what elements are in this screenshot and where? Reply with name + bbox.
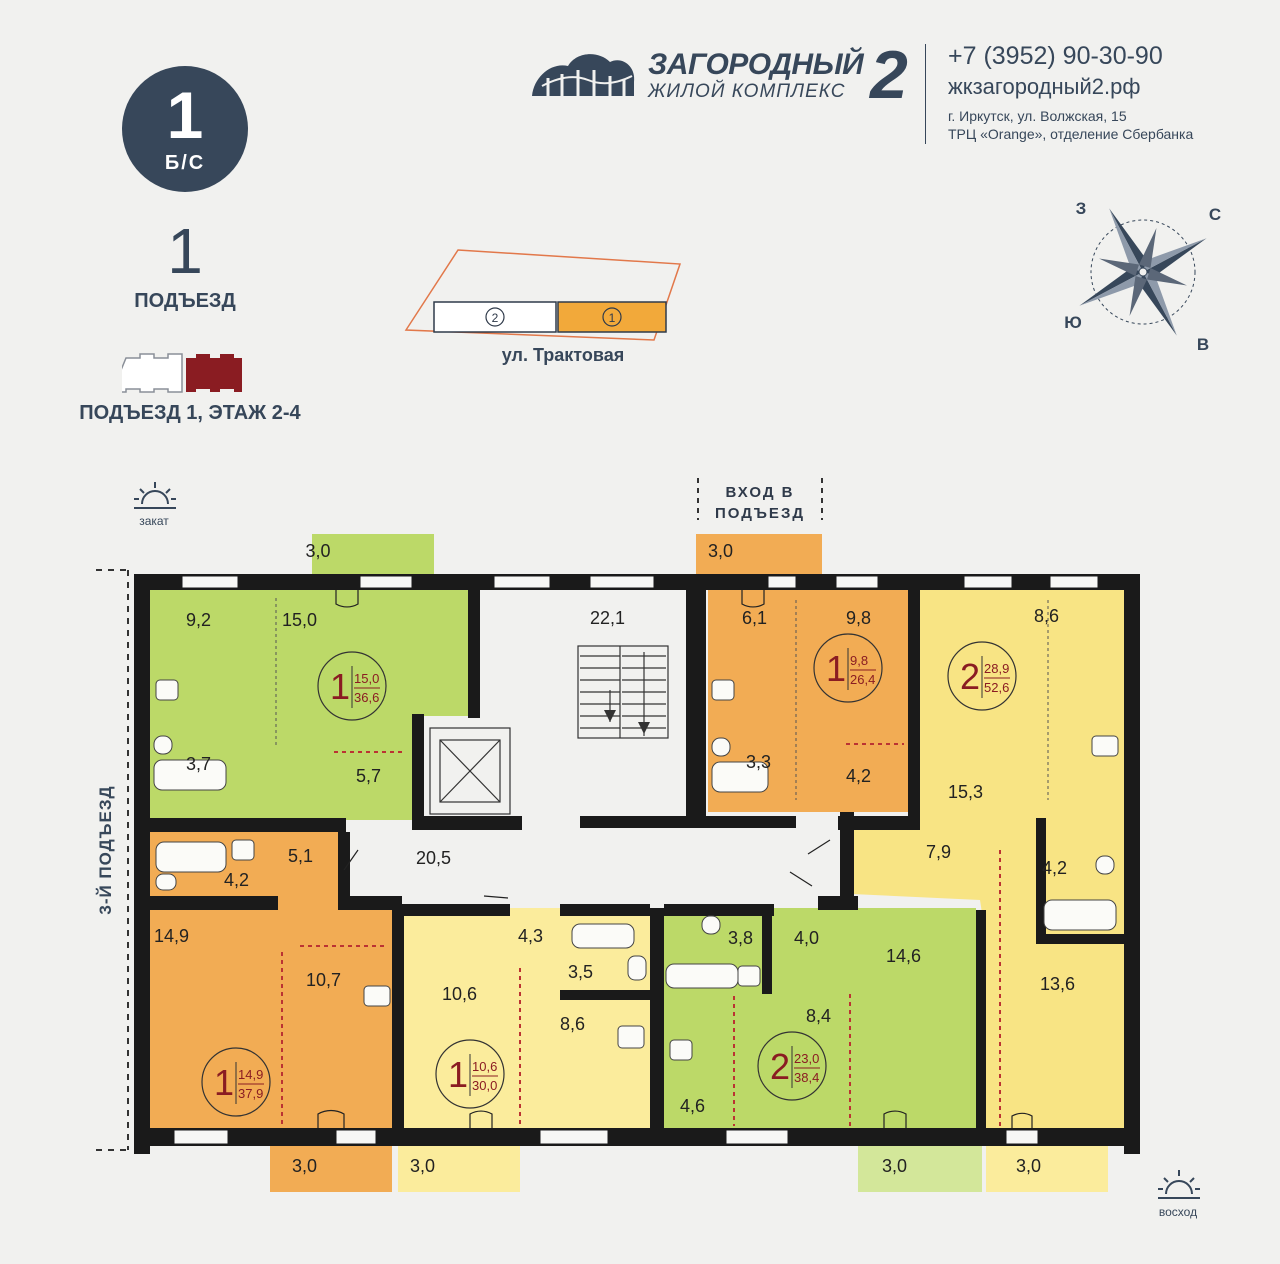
apartment-badge: 1 10,6 30,0 [435, 1039, 505, 1109]
apartment-living-area: 14,9 [238, 1067, 263, 1082]
room-area: 4,2 [846, 766, 871, 786]
room-area: 22,1 [590, 608, 625, 628]
room-area: 8,6 [560, 1014, 585, 1034]
room-area: 4,2 [224, 870, 249, 890]
section-badge: 1 Б/С [122, 66, 248, 192]
apartment-rooms: 2 [770, 1046, 790, 1087]
room-area: 10,7 [306, 970, 341, 990]
entrance-legend-icon [122, 353, 242, 393]
room-area: 10,6 [442, 984, 477, 1004]
apartment-badge: 1 14,9 37,9 [201, 1047, 271, 1117]
room-area: 8,6 [1034, 606, 1059, 626]
room-area: 4,2 [1042, 858, 1067, 878]
room-area: 15,3 [948, 782, 983, 802]
address-line-1: г. Иркутск, ул. Волжская, 15 [948, 108, 1127, 124]
address-line-2: ТРЦ «Orange», отделение Сбербанка [948, 126, 1194, 142]
room-area: 4,6 [680, 1096, 705, 1116]
apartment-total-area: 36,6 [354, 690, 379, 705]
apartment-total-area: 26,4 [850, 672, 875, 687]
website[interactable]: жкзагородный2.рф [948, 74, 1141, 99]
room-area: 9,2 [186, 610, 211, 630]
balcony-area: 3,0 [292, 1156, 317, 1176]
apartment-living-area: 10,6 [472, 1059, 497, 1074]
brand-subtitle: ЖИЛОЙ КОМПЛЕКС [648, 81, 846, 102]
room-area: 5,7 [356, 766, 381, 786]
floor-label: ПОДЪЕЗД 1, ЭТАЖ 2-4 [79, 402, 301, 424]
apartment-rooms: 1 [330, 666, 350, 707]
key-plan-section-1 [557, 301, 667, 333]
sunset-icon [134, 482, 176, 509]
room-area: 20,5 [416, 848, 451, 868]
street-label: ул. Трактовая [501, 345, 625, 365]
room-area: 4,0 [794, 928, 819, 948]
svg-text:2: 2 [492, 311, 499, 325]
room-area: 8,4 [806, 1006, 831, 1026]
room-area: 9,8 [846, 608, 871, 628]
apartment-rooms: 1 [214, 1062, 234, 1103]
header-divider [925, 44, 926, 144]
apartment-total-area: 38,4 [794, 1070, 819, 1085]
apartment-badge: 1 15,0 36,6 [317, 651, 387, 721]
balcony-area: 3,0 [708, 541, 733, 561]
apartment-rooms: 1 [448, 1054, 468, 1095]
key-plan-section-2 [433, 301, 557, 333]
apartment-living-area: 23,0 [794, 1051, 819, 1066]
apartment-rooms: 1 [826, 648, 846, 689]
sunset-label: закат [139, 514, 169, 528]
sunrise-icon [1158, 1170, 1200, 1199]
brand-logo-icon [532, 54, 635, 96]
room-area: 7,9 [926, 842, 951, 862]
apartment-badge: 1 9,8 26,4 [813, 633, 883, 703]
room-area: 14,9 [154, 926, 189, 946]
room-area: 14,6 [886, 946, 921, 966]
svg-text:З: З [1076, 199, 1087, 218]
section-sub: Б/С [164, 152, 206, 174]
apartment-living-area: 28,9 [984, 661, 1009, 676]
compass-rose-icon: З С Ю В [1064, 199, 1221, 354]
room-area: 3,8 [728, 928, 753, 948]
sunrise-label: восход [1158, 1205, 1198, 1219]
room-area: 3,5 [568, 962, 593, 982]
brand-number: 2 [870, 37, 908, 113]
entrance-label: ПОДЪЕЗД [134, 290, 236, 312]
room-area: 3,7 [186, 754, 211, 774]
room-area: 4,3 [518, 926, 543, 946]
balcony-area: 3,0 [410, 1156, 435, 1176]
room-area: 15,0 [282, 610, 317, 630]
balcony-area: 3,0 [305, 541, 330, 561]
apartment-total-area: 37,9 [238, 1086, 263, 1101]
apartment-badge: 2 28,9 52,6 [947, 641, 1017, 711]
section-number: 1 [166, 78, 204, 152]
svg-text:Ю: Ю [1064, 313, 1082, 332]
apartment-badge: 2 23,0 38,4 [757, 1031, 827, 1101]
apartment-living-area: 15,0 [354, 671, 379, 686]
apartment-total-area: 30,0 [472, 1078, 497, 1093]
key-plan: 2 1 [404, 249, 682, 341]
entrance-sign: ВХОД В ПОДЪЕЗД [714, 484, 806, 522]
room-area: 6,1 [742, 608, 767, 628]
balcony-area: 3,0 [882, 1156, 907, 1176]
apartment-living-area: 9,8 [850, 653, 868, 668]
apartment-rooms: 2 [960, 656, 980, 697]
brand-name: ЗАГОРОДНЫЙ [648, 48, 864, 81]
room-area: 13,6 [1040, 974, 1075, 994]
svg-text:1: 1 [609, 311, 616, 325]
phone[interactable]: +7 (3952) 90-30-90 [948, 42, 1163, 70]
entrance-number: 1 [167, 215, 203, 287]
svg-text:С: С [1209, 205, 1221, 224]
svg-text:В: В [1197, 335, 1209, 354]
room-area: 5,1 [288, 846, 313, 866]
balcony-area: 3,0 [1016, 1156, 1041, 1176]
apartment-total-area: 52,6 [984, 680, 1009, 695]
room-area: 3,3 [746, 752, 771, 772]
